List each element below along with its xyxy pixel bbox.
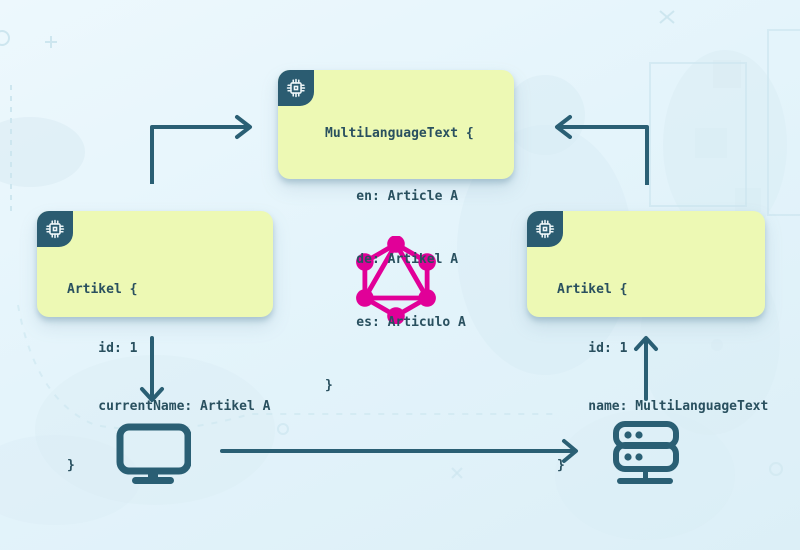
arrow-left-card-to-top-card xyxy=(150,115,252,184)
code-line: } xyxy=(325,378,333,393)
code-line: Artikel { xyxy=(67,282,138,297)
decor-frame xyxy=(767,29,800,216)
code-line: currentName: Artikel A xyxy=(67,399,271,414)
arrow-monitor-to-server xyxy=(220,439,578,463)
code-line: } xyxy=(557,457,565,473)
code-line: } xyxy=(67,457,75,473)
arrow-right-card-to-top-card xyxy=(555,115,649,185)
decor-square xyxy=(735,188,761,212)
arrow-left-card-to-monitor xyxy=(140,336,164,402)
code-line: es: Articulo A xyxy=(325,315,466,330)
decor-eye-shape xyxy=(0,117,85,187)
server-icon xyxy=(613,421,679,484)
card-artikel-client: Artikel { id: 1 currentName: Artikel A } xyxy=(37,211,273,473)
monitor-icon xyxy=(116,423,191,484)
chip-badge xyxy=(278,70,314,106)
decor-blob xyxy=(0,435,140,525)
chip-badge xyxy=(37,211,73,247)
chip-badge xyxy=(527,211,563,247)
code-line: id: 1 xyxy=(67,340,138,356)
chip-icon xyxy=(286,78,306,98)
code-line: MultiLanguageText { xyxy=(325,126,474,141)
code-block: Artikel { id: 1 name: MultiLanguageText … xyxy=(557,241,768,514)
card-multilanguagetext: MultiLanguageText { en: Article A de: Ar… xyxy=(278,70,514,393)
code-line: en: Article A xyxy=(325,189,459,204)
code-line: id: 1 xyxy=(557,340,628,356)
decor-frame xyxy=(649,62,747,207)
decor-blob xyxy=(663,50,787,240)
decor-circle xyxy=(769,462,783,476)
decor-circle xyxy=(277,423,289,435)
decor-circle xyxy=(0,30,10,46)
code-block: MultiLanguageText { en: Article A de: Ar… xyxy=(325,81,474,438)
chip-icon xyxy=(535,219,555,239)
chip-icon xyxy=(45,219,65,239)
code-line: name: MultiLanguageText xyxy=(557,399,769,414)
arrow-server-to-right-card xyxy=(634,336,658,401)
code-block: Artikel { id: 1 currentName: Artikel A } xyxy=(67,241,271,514)
code-line: de: Artikel A xyxy=(325,252,459,267)
decor-square xyxy=(713,60,741,88)
decor-dot xyxy=(711,339,723,351)
decor-x-mark xyxy=(451,467,463,479)
decor-square xyxy=(695,128,727,158)
decor-x-mark xyxy=(659,10,675,24)
card-artikel-server: Artikel { id: 1 name: MultiLanguageText … xyxy=(527,211,768,473)
graphql-logo-icon xyxy=(356,236,436,324)
code-line: Artikel { xyxy=(557,282,628,297)
